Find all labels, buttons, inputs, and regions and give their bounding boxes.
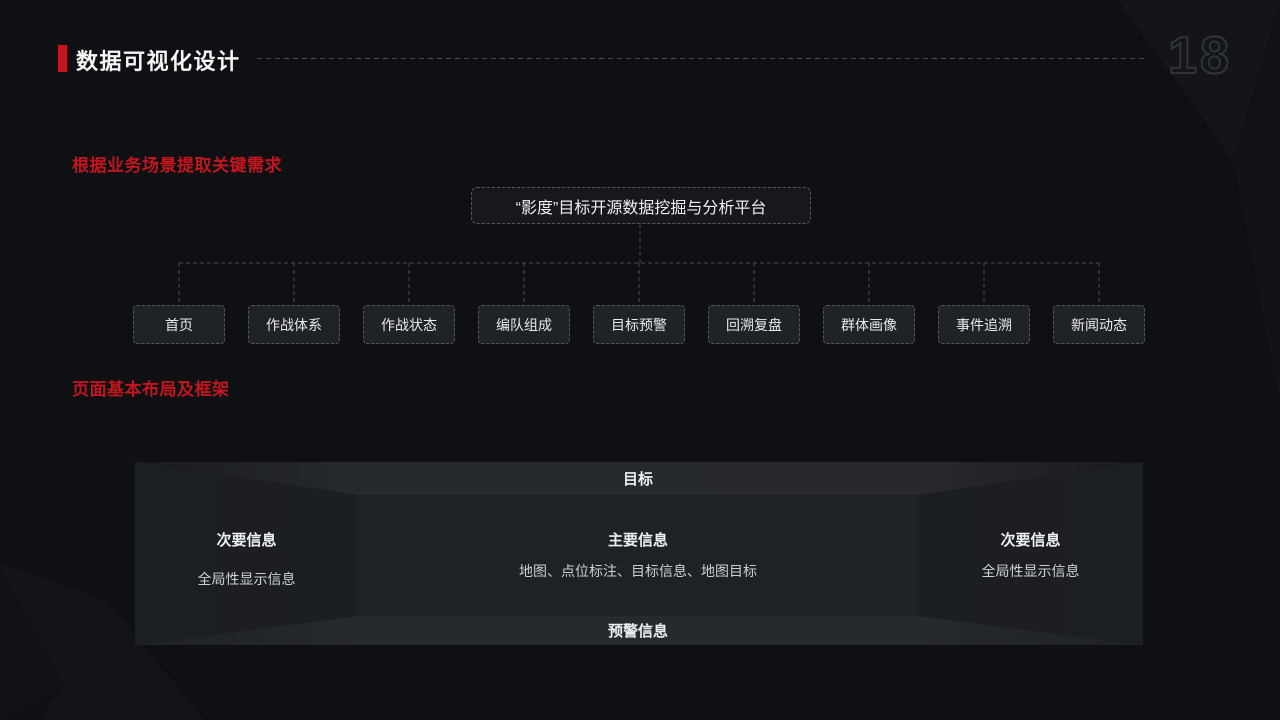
page-number: 18 xyxy=(1167,26,1232,86)
tree-root-node: “影度”目标开源数据挖掘与分析平台 xyxy=(471,187,811,224)
tree-node-home: 首页 xyxy=(133,305,225,344)
tree-node-system: 作战体系 xyxy=(248,305,340,344)
wireframe-center-area xyxy=(358,495,918,616)
right-panel-title: 次要信息 xyxy=(1000,532,1061,549)
tree-node-formation: 编队组成 xyxy=(478,305,570,344)
layout-wireframe: 目标 预警信息 次要信息 全局性显示信息 主要信息 地图、点位标注、目标信息、地… xyxy=(135,462,1143,645)
center-panel-subtitle: 地图、点位标注、目标信息、地图目标 xyxy=(519,563,757,579)
wireframe-bottom-bar-label: 预警信息 xyxy=(607,623,668,640)
slide-title: 数据可视化设计 xyxy=(76,49,241,74)
right-panel-subtitle: 全局性显示信息 xyxy=(981,563,1080,579)
center-panel-title: 主要信息 xyxy=(607,532,668,549)
tree-node-replay: 回溯复盘 xyxy=(708,305,800,344)
wireframe-right-wall xyxy=(918,462,1143,645)
title-accent-bar xyxy=(58,45,67,72)
tree-node-trace: 事件追溯 xyxy=(938,305,1030,344)
tree-node-news: 新闻动态 xyxy=(1053,305,1145,344)
tree-node-portrait: 群体画像 xyxy=(823,305,915,344)
wireframe-left-wall xyxy=(135,462,358,645)
left-panel-title: 次要信息 xyxy=(216,532,277,549)
layout-heading: 页面基本布局及框架 xyxy=(72,380,230,399)
requirements-heading: 根据业务场景提取关键需求 xyxy=(72,156,282,175)
left-panel-subtitle: 全局性显示信息 xyxy=(197,571,296,587)
wireframe-top-bar-label: 目标 xyxy=(622,471,653,488)
tree-node-status: 作战状态 xyxy=(363,305,455,344)
title-dashed-divider xyxy=(257,58,1148,59)
tree-node-warning: 目标预警 xyxy=(593,305,685,344)
